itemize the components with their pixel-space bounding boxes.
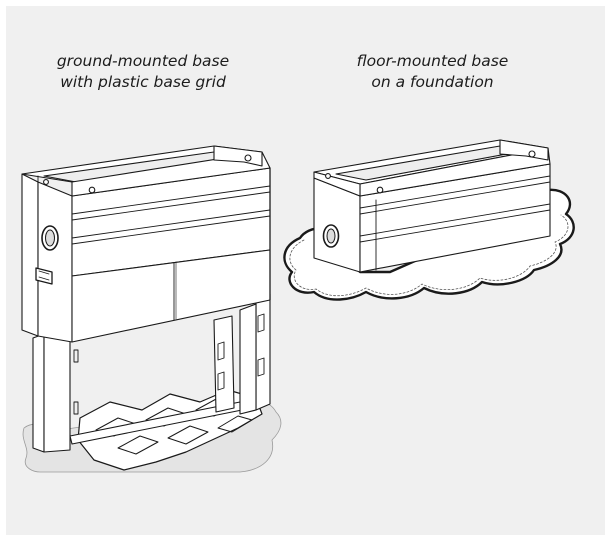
caption-ground-mounted-base: ground-mounted base with plastic base gr… xyxy=(18,51,268,93)
caption-floor-mounted-base: floor-mounted base on a foundation xyxy=(305,51,560,93)
caption-ground-mounted-line-1: ground-mounted base xyxy=(56,52,230,70)
base-frame-rear-right-post xyxy=(213,315,235,413)
front-face-grooves xyxy=(71,185,271,245)
floor-base-corner-block xyxy=(499,139,549,161)
floor-base-left-top-edge xyxy=(313,171,361,197)
base-frame-left-side-lower xyxy=(43,333,71,453)
floor-base-corner-screw-icon xyxy=(528,150,536,158)
caption-ground-mounted-line-2: with plastic base grid xyxy=(60,73,226,91)
base-frame-front-left-post xyxy=(32,333,45,453)
base-left-face xyxy=(37,181,73,343)
concrete-foundation xyxy=(283,188,575,301)
base-frame-front-right-post xyxy=(255,293,271,411)
floor-base-front-grooves xyxy=(359,175,551,243)
caption-floor-mounted-line-1: floor-mounted base xyxy=(356,52,509,70)
base-left-side-panel xyxy=(21,173,39,337)
corner-screw-icon xyxy=(244,154,252,162)
foundation-inner-edge xyxy=(289,214,569,297)
caption-floor-mounted-line-2: on a foundation xyxy=(371,73,494,91)
base-top-right-corner-block xyxy=(213,145,263,167)
base-frame-right-inner xyxy=(239,303,257,415)
ground-mounted-base-illustration xyxy=(21,145,282,473)
floor-mounted-base-illustration xyxy=(283,139,575,301)
base-frame-slots xyxy=(73,313,265,415)
